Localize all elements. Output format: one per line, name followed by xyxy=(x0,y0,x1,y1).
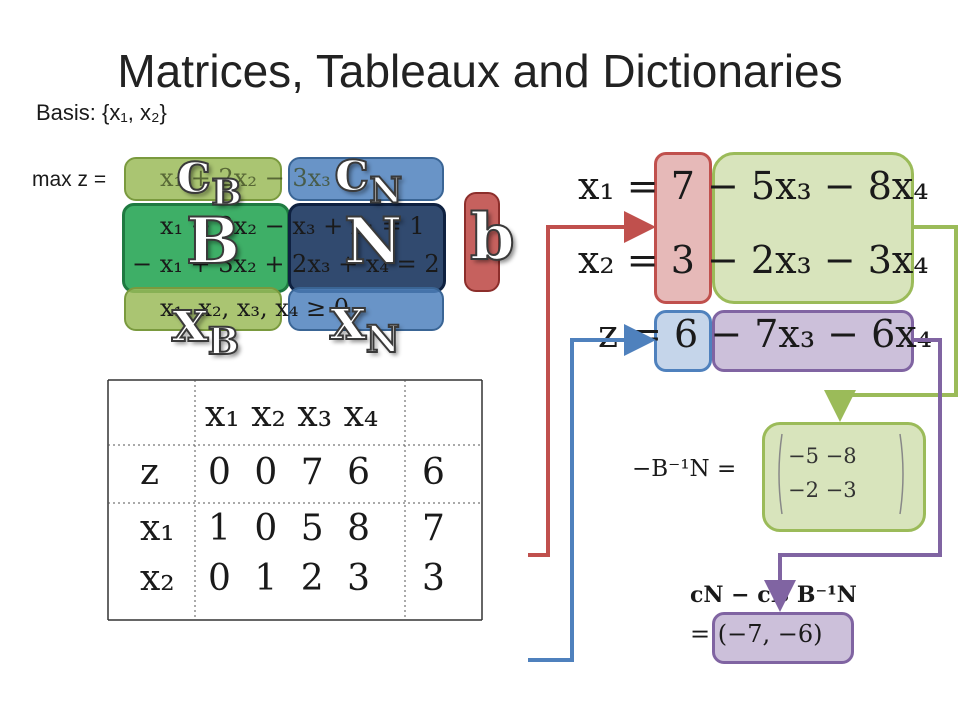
tableau-header: x₁ x₂ x₃ x₄ xyxy=(205,394,378,435)
cN-box xyxy=(288,157,444,201)
tableau-cell: 2 xyxy=(300,558,324,599)
tableau-cell: 1 xyxy=(254,558,278,599)
tableau-cell: 3 xyxy=(347,558,370,599)
tableau-header-cell: x₂ xyxy=(251,394,286,435)
cB-label-main: c xyxy=(175,137,212,207)
arrow-green xyxy=(824,225,958,422)
dict-row-1: x₁ = 7 − 5x₃ − 8x₄ xyxy=(578,164,929,208)
constraint-2: − x₁ + 3x₂ + 2x₃ + x₄ = 2 xyxy=(132,250,440,278)
dict-z-const: 6 xyxy=(674,312,699,356)
tableau-cell: 5 xyxy=(300,508,324,549)
matrix-cell: −8 xyxy=(825,444,857,468)
constraint-1: x₁ + 2x₂ − x₃ + x₄ = 1 xyxy=(160,212,425,240)
tableau-z-label: z xyxy=(140,452,159,493)
xB-label-main: x xyxy=(171,285,209,357)
tableau-rhs: 7 xyxy=(422,508,445,549)
tableau-z-rhs: 6 xyxy=(422,452,445,493)
xN-label: xN xyxy=(329,283,401,362)
dict-row-1-lhs: x₁ = xyxy=(578,164,659,208)
objective-prefix: max z = xyxy=(32,168,107,191)
dict-row-1-rest: − 5x₃ − 8x₄ xyxy=(706,164,929,208)
matrix-cell: −5 xyxy=(788,444,819,468)
tableau-header-cell: x₃ xyxy=(297,394,333,435)
nonnegativity: x₁, x₂, x₃, x₄ ≥ 0 xyxy=(160,294,350,322)
arrow-red xyxy=(528,211,656,557)
tableau-rhs: 3 xyxy=(422,558,445,599)
dict-z-rest: − 7x₃ − 6x₄ xyxy=(710,312,932,356)
cB-label-sub: B xyxy=(210,171,242,215)
tableau-cell: 6 xyxy=(347,452,370,493)
tableau-row-label: x₂ xyxy=(140,558,175,599)
basis-label: Basis: {x₁, x₂} xyxy=(36,100,167,125)
b-label: b xyxy=(469,199,516,276)
matrix-cell: −3 xyxy=(825,478,857,502)
dict-row-2: x₂ = 3 − 2x₃ − 3x₄ xyxy=(578,238,929,282)
reduced-cost-box xyxy=(712,612,854,664)
dict-coef-box xyxy=(712,152,914,304)
tableau-cell: 7 xyxy=(300,452,324,493)
matrix-brackets xyxy=(778,433,904,515)
tableau-row-label: x₁ xyxy=(140,508,175,549)
tableau-cell: 0 xyxy=(208,452,231,493)
B-label: B xyxy=(185,203,241,280)
page-title: Matrices, Tableaux and Dictionaries xyxy=(117,45,843,97)
tableau-cell: 0 xyxy=(208,558,231,599)
tableau-cell: 0 xyxy=(254,508,278,549)
neg-binv-n-row-1: −5 −8 xyxy=(788,444,857,468)
reduced-cost-value: = (−7, −6) xyxy=(690,620,823,648)
xN-label-main: x xyxy=(329,283,367,355)
objective-expression: x₁ + 2x₂ − 3x₃ xyxy=(160,164,331,192)
tableau-row: 1 0 5 8 xyxy=(208,508,370,549)
xB-label-sub: B xyxy=(207,318,240,364)
cN-label-main: c xyxy=(333,135,370,205)
neg-binv-n-label: −B⁻¹N = xyxy=(632,456,737,482)
neg-binv-n-box xyxy=(762,422,926,532)
tableau-header-cell: x₄ xyxy=(343,394,379,435)
tableau-cell: 8 xyxy=(347,508,370,549)
b-box xyxy=(464,192,500,292)
arrow-blue xyxy=(528,324,656,662)
tableau-z-row: 0 0 7 6 xyxy=(208,452,370,493)
cN-label-sub: N xyxy=(368,169,403,213)
dict-row-1-const: 7 xyxy=(670,164,695,208)
xB-label: xB xyxy=(171,285,240,364)
dict-row-2-rest: − 2x₃ − 3x₄ xyxy=(706,238,929,282)
cB-box xyxy=(124,157,282,201)
tableau-row: 0 1 2 3 xyxy=(208,558,370,599)
dict-z-coef-box xyxy=(712,310,914,372)
dict-row-2-const: 3 xyxy=(670,238,695,282)
cB-label: cB xyxy=(175,137,243,215)
tableau-header-cell: x₁ xyxy=(205,394,240,435)
tableau-cell: 0 xyxy=(254,452,278,493)
xN-box xyxy=(288,287,444,331)
xN-label-sub: N xyxy=(365,316,401,362)
N-label: N xyxy=(343,203,403,280)
matrix-cell: −2 xyxy=(788,478,819,502)
neg-binv-n-row-2: −2 −3 xyxy=(788,478,857,502)
xB-box xyxy=(124,287,282,331)
tableau-cell: 1 xyxy=(208,508,231,549)
dict-row-2-lhs: x₂ = xyxy=(578,238,659,282)
cN-label: cN xyxy=(333,135,403,213)
arrow-purple xyxy=(764,338,942,612)
